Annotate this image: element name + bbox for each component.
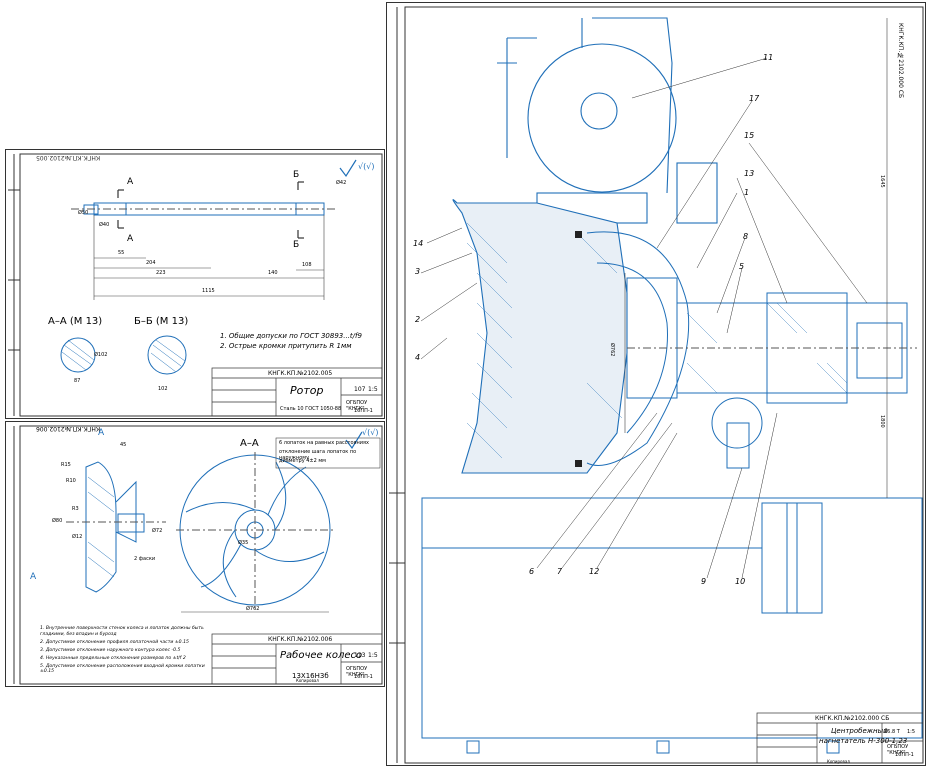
- rotor-org-2: 16ПП-1: [354, 408, 373, 414]
- rotor-stamp-rotated: КНГК.КП.№2102.005: [36, 154, 101, 161]
- impeller-drawing: [13, 425, 383, 685]
- rotor-dim-d102: Ø102: [94, 352, 108, 358]
- assembly-stamp-rotated: КНГК.КП.№2102.000 СБ: [897, 23, 904, 99]
- rotor-dim-d50: Ø50: [78, 210, 89, 216]
- callout-1: 1: [744, 188, 750, 197]
- rotor-cut-b-bottom: Б: [293, 240, 300, 250]
- impeller-org-1: ОГБПОУ "КНГК": [346, 666, 368, 678]
- impeller-dim-d35: Ø35: [238, 540, 249, 546]
- rotor-dim-140: 140: [268, 270, 278, 276]
- assembly-footer: Копировал: [827, 759, 850, 764]
- rotor-dim-d40: Ø40: [99, 222, 110, 228]
- callout-12: 12: [589, 567, 600, 576]
- assembly-dim-d762: Ø762: [609, 343, 615, 357]
- rotor-dim-223: 223: [156, 270, 166, 276]
- callout-17: 17: [749, 94, 760, 103]
- rotor-dim-1115: 1115: [202, 288, 215, 294]
- impeller-title: Рабочее колесо: [280, 650, 363, 661]
- callout-9: 9: [701, 577, 707, 586]
- impeller-material: 13Х16Н3б: [292, 672, 329, 680]
- impeller-roughness: √(√): [362, 428, 379, 437]
- rotor-scale: 1:5: [368, 386, 378, 393]
- assembly-dim-1645: 1645: [879, 175, 885, 188]
- impeller-stamp-rotated: КНГК.КП.№2102.006: [36, 425, 101, 432]
- impeller-callout-2: отклонение шага лопаток по наружному: [279, 449, 357, 461]
- callout-7: 7: [557, 567, 563, 576]
- assembly-title-1: Центробежный: [831, 727, 888, 735]
- impeller-dim-r15: R15: [61, 462, 71, 468]
- assembly-org-1: ОГБПОУ "КНГК": [887, 744, 909, 756]
- rotor-dim-108: 108: [302, 262, 312, 268]
- impeller-dim-r3: R3: [72, 506, 79, 512]
- impeller-dim-r10: R10: [66, 478, 76, 484]
- impeller-note-3: 3. Допустимое отклонение наружного конту…: [40, 648, 181, 653]
- impeller-dim-chamfer: 2 фаски: [134, 556, 156, 562]
- rotor-dim-204: 204: [146, 260, 156, 266]
- impeller-org-2: 16ПП-1: [354, 674, 373, 680]
- callout-4: 4: [415, 353, 421, 362]
- impeller-dim-d72: Ø72: [152, 528, 163, 534]
- rotor-drawing-sheet: КНГК.КП.№2102.005 А А Б Б 55 204 223 111…: [5, 149, 385, 419]
- assembly-dim-1800: 1800: [879, 415, 885, 428]
- impeller-drawing-sheet: КНГК.КП.№2102.006 А А А–А 6 лопаток на р…: [5, 421, 385, 687]
- rotor-dim-87: 87: [74, 378, 81, 384]
- rotor-org-1: ОГБПОУ "КНГК": [346, 400, 368, 412]
- section-aa-label: А–А (М 13): [48, 316, 103, 327]
- assembly-mass: 16.8 Т: [884, 729, 900, 735]
- rotor-cut-a-top: А: [127, 177, 134, 187]
- rotor-dim-102: 102: [158, 386, 168, 392]
- callout-3: 3: [415, 267, 421, 276]
- rotor-roughness: √(√): [358, 162, 375, 171]
- impeller-stamp-code: КНГК.КП.№2102.006: [268, 636, 333, 643]
- callout-15: 15: [744, 131, 755, 140]
- rotor-note-2: 2. Острые кромки притупить R 1мм: [220, 342, 352, 350]
- callout-10: 10: [735, 577, 746, 586]
- callout-8: 8: [743, 232, 749, 241]
- impeller-cut-a-top: А: [98, 428, 105, 438]
- impeller-callout-3: диаметру 4±2 мм: [279, 458, 326, 464]
- impeller-note-2: 2. Допустимое отклонение профиля лопаточ…: [40, 640, 189, 645]
- callout-6: 6: [529, 567, 535, 576]
- callout-14: 14: [413, 239, 424, 248]
- rotor-cut-a-bottom: А: [127, 234, 134, 244]
- rotor-drawing: [8, 153, 383, 417]
- rotor-mass: 107: [354, 386, 366, 393]
- assembly-stamp-code: КНГК.КП.№2102.000 СБ: [815, 715, 890, 722]
- impeller-footer: Копировал: [296, 678, 319, 683]
- callout-2: 2: [415, 315, 421, 324]
- rotor-stamp-code: КНГК.КП.№2102.005: [268, 370, 333, 377]
- rotor-dim-d42: Ø42: [336, 180, 347, 186]
- assembly-drawing: [389, 6, 924, 764]
- rotor-title: Ротор: [290, 384, 324, 397]
- assembly-org-2: 16ПП-1: [895, 752, 914, 758]
- callout-13: 13: [744, 169, 755, 178]
- impeller-cut-a-bottom: А: [30, 572, 37, 582]
- impeller-dim-d12: Ø12: [72, 534, 83, 540]
- impeller-scale: 1:5: [368, 652, 378, 659]
- impeller-section-label: А–А: [240, 438, 259, 449]
- impeller-note-4: 4. Неуказанные предельные отклонения раз…: [40, 656, 186, 661]
- rotor-dim-55: 55: [118, 250, 125, 256]
- rotor-note-1: 1. Общие допуски по ГОСТ 30893...t/f9: [220, 332, 362, 340]
- impeller-dim-45: 45: [120, 442, 127, 448]
- impeller-dim-d762: Ø762: [246, 606, 260, 612]
- impeller-dim-d80: Ø80: [52, 518, 63, 524]
- section-bb-label: Б–Б (М 13): [134, 316, 189, 327]
- rotor-material: Сталь 10 ГОСТ 1050-88: [280, 406, 342, 412]
- assembly-title-2: нагнетатель Н-300-1,23: [819, 737, 908, 745]
- callout-5: 5: [739, 262, 745, 271]
- assembly-scale: 1:5: [907, 729, 916, 735]
- callout-11: 11: [763, 53, 774, 62]
- assembly-drawing-sheet: КНГК.КП.№2102.000 СБ Ø762 1645 1800 1 2 …: [386, 2, 926, 766]
- impeller-note-5: 5. Допустимое отклонение расположения вх…: [40, 664, 205, 674]
- impeller-mass: 113: [354, 652, 366, 659]
- impeller-callout-1: 6 лопаток на равных расстояниях: [279, 440, 370, 446]
- impeller-note-1: 1. Внутренние поверхности стенок колеса …: [40, 626, 204, 637]
- rotor-cut-b-top: Б: [293, 170, 300, 180]
